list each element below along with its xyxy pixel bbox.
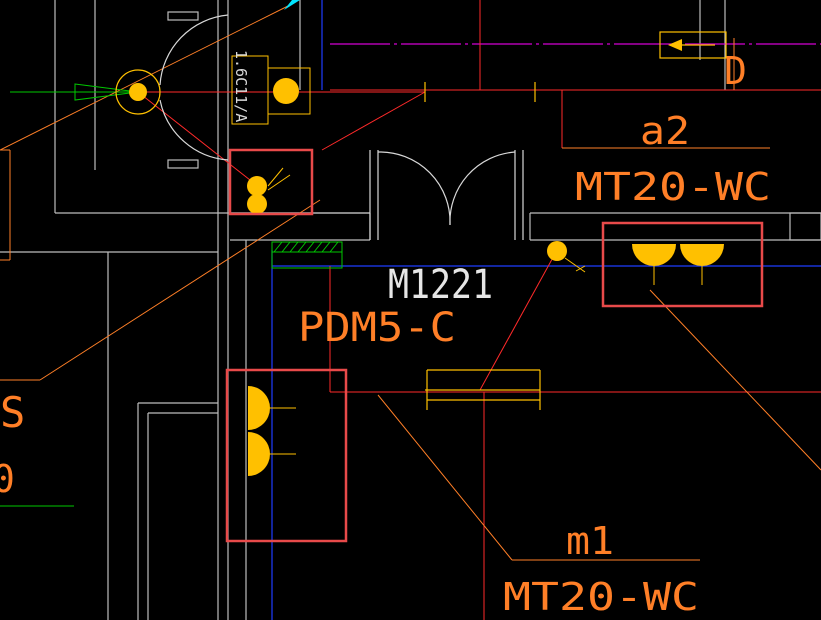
arrow-icon [659, 31, 727, 59]
door-swings [159, 14, 524, 240]
highlight-box-wall-fixture [228, 148, 314, 216]
edge-label-0: 0 [0, 457, 15, 501]
half-circle-lamp-icon-pair-right[interactable] [632, 244, 724, 285]
edge-label-s: S [0, 388, 25, 437]
fixture-wall-pair[interactable] [247, 167, 291, 214]
highlight-box-left-lamps [225, 368, 348, 543]
switch-fixture[interactable] [547, 241, 586, 273]
room-m1-label: m1 [566, 519, 614, 563]
emergency-light-icon[interactable] [10, 69, 161, 115]
room-a2-label: a2 [640, 109, 690, 153]
door-code-label: M1221 [388, 262, 493, 308]
cyan-arrow-icon [284, 0, 300, 10]
wall-tag-text: 1.6C11/A [232, 50, 250, 122]
fixture-m1-label: MT20-WC [503, 575, 699, 619]
panel-code-label: PDM5-C [298, 305, 456, 351]
blue-axis-lines [271, 0, 821, 620]
arrow-tag-label: D [724, 49, 747, 93]
highlight-boxes [225, 148, 764, 543]
fixture-a2-label: MT20-WC [575, 165, 771, 209]
half-circle-lamp-icon-pair-left[interactable] [248, 386, 296, 476]
wall-tag-group [231, 55, 311, 125]
highlight-box-right-lamps [601, 221, 764, 308]
dimension-marks [424, 82, 541, 410]
green-hatch [271, 241, 343, 269]
